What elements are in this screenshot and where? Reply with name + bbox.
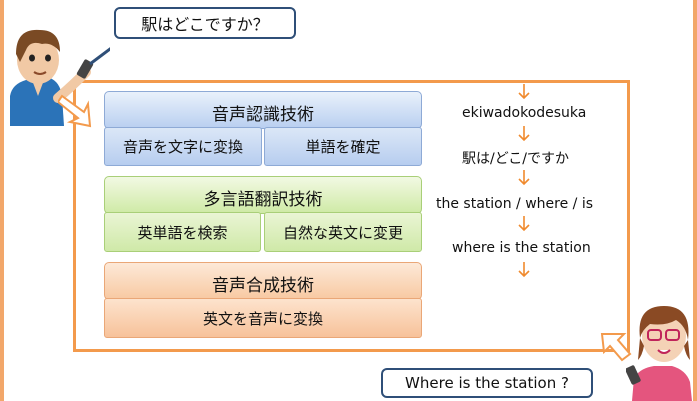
speech-synthesis-panel: 音声合成技術 <box>104 262 422 300</box>
flow-arrow-icon <box>518 170 530 186</box>
flow-arrow-icon <box>518 262 530 278</box>
flow-step-romaji: ekiwadokodesuka <box>462 105 587 121</box>
flow-step-segmented: 駅は/どこ/ですか <box>462 151 570 167</box>
flow-arrow-icon <box>518 126 530 142</box>
translation-title: 多言語翻訳技術 <box>203 190 323 210</box>
word-confirm-cell: 単語を確定 <box>264 127 422 166</box>
text-to-speech-cell: 英文を音声に変換 <box>104 298 422 338</box>
flow-step-word-translation: the station / where / is <box>436 196 594 212</box>
question-bubble: 駅はどこですか？ <box>114 7 296 39</box>
answer-bubble: Where is the station ? <box>381 368 593 398</box>
right-edge-accent <box>693 0 697 401</box>
left-edge-accent <box>0 0 4 401</box>
speech-to-text-cell: 音声を文字に変換 <box>104 127 262 166</box>
speech-synthesis-title: 音声合成技術 <box>212 276 314 296</box>
output-arrow-icon <box>600 333 632 362</box>
flow-arrow-icon <box>518 84 530 100</box>
word-search-cell: 英単語を検索 <box>104 212 261 252</box>
man-illustration <box>10 29 110 126</box>
speech-recognition-title: 音声認識技術 <box>212 105 314 125</box>
speech-recognition-panel: 音声認識技術 <box>104 91 422 129</box>
answer-text: Where is the station ? <box>405 374 569 392</box>
question-text: 駅はどこですか？ <box>141 15 269 34</box>
flow-step-sentence: where is the station <box>452 240 591 256</box>
translation-panel: 多言語翻訳技術 <box>104 176 422 214</box>
input-arrow-icon <box>58 94 92 128</box>
natural-english-cell: 自然な英文に変更 <box>264 212 422 252</box>
flow-arrow-icon <box>518 216 530 232</box>
woman-illustration <box>626 306 692 401</box>
